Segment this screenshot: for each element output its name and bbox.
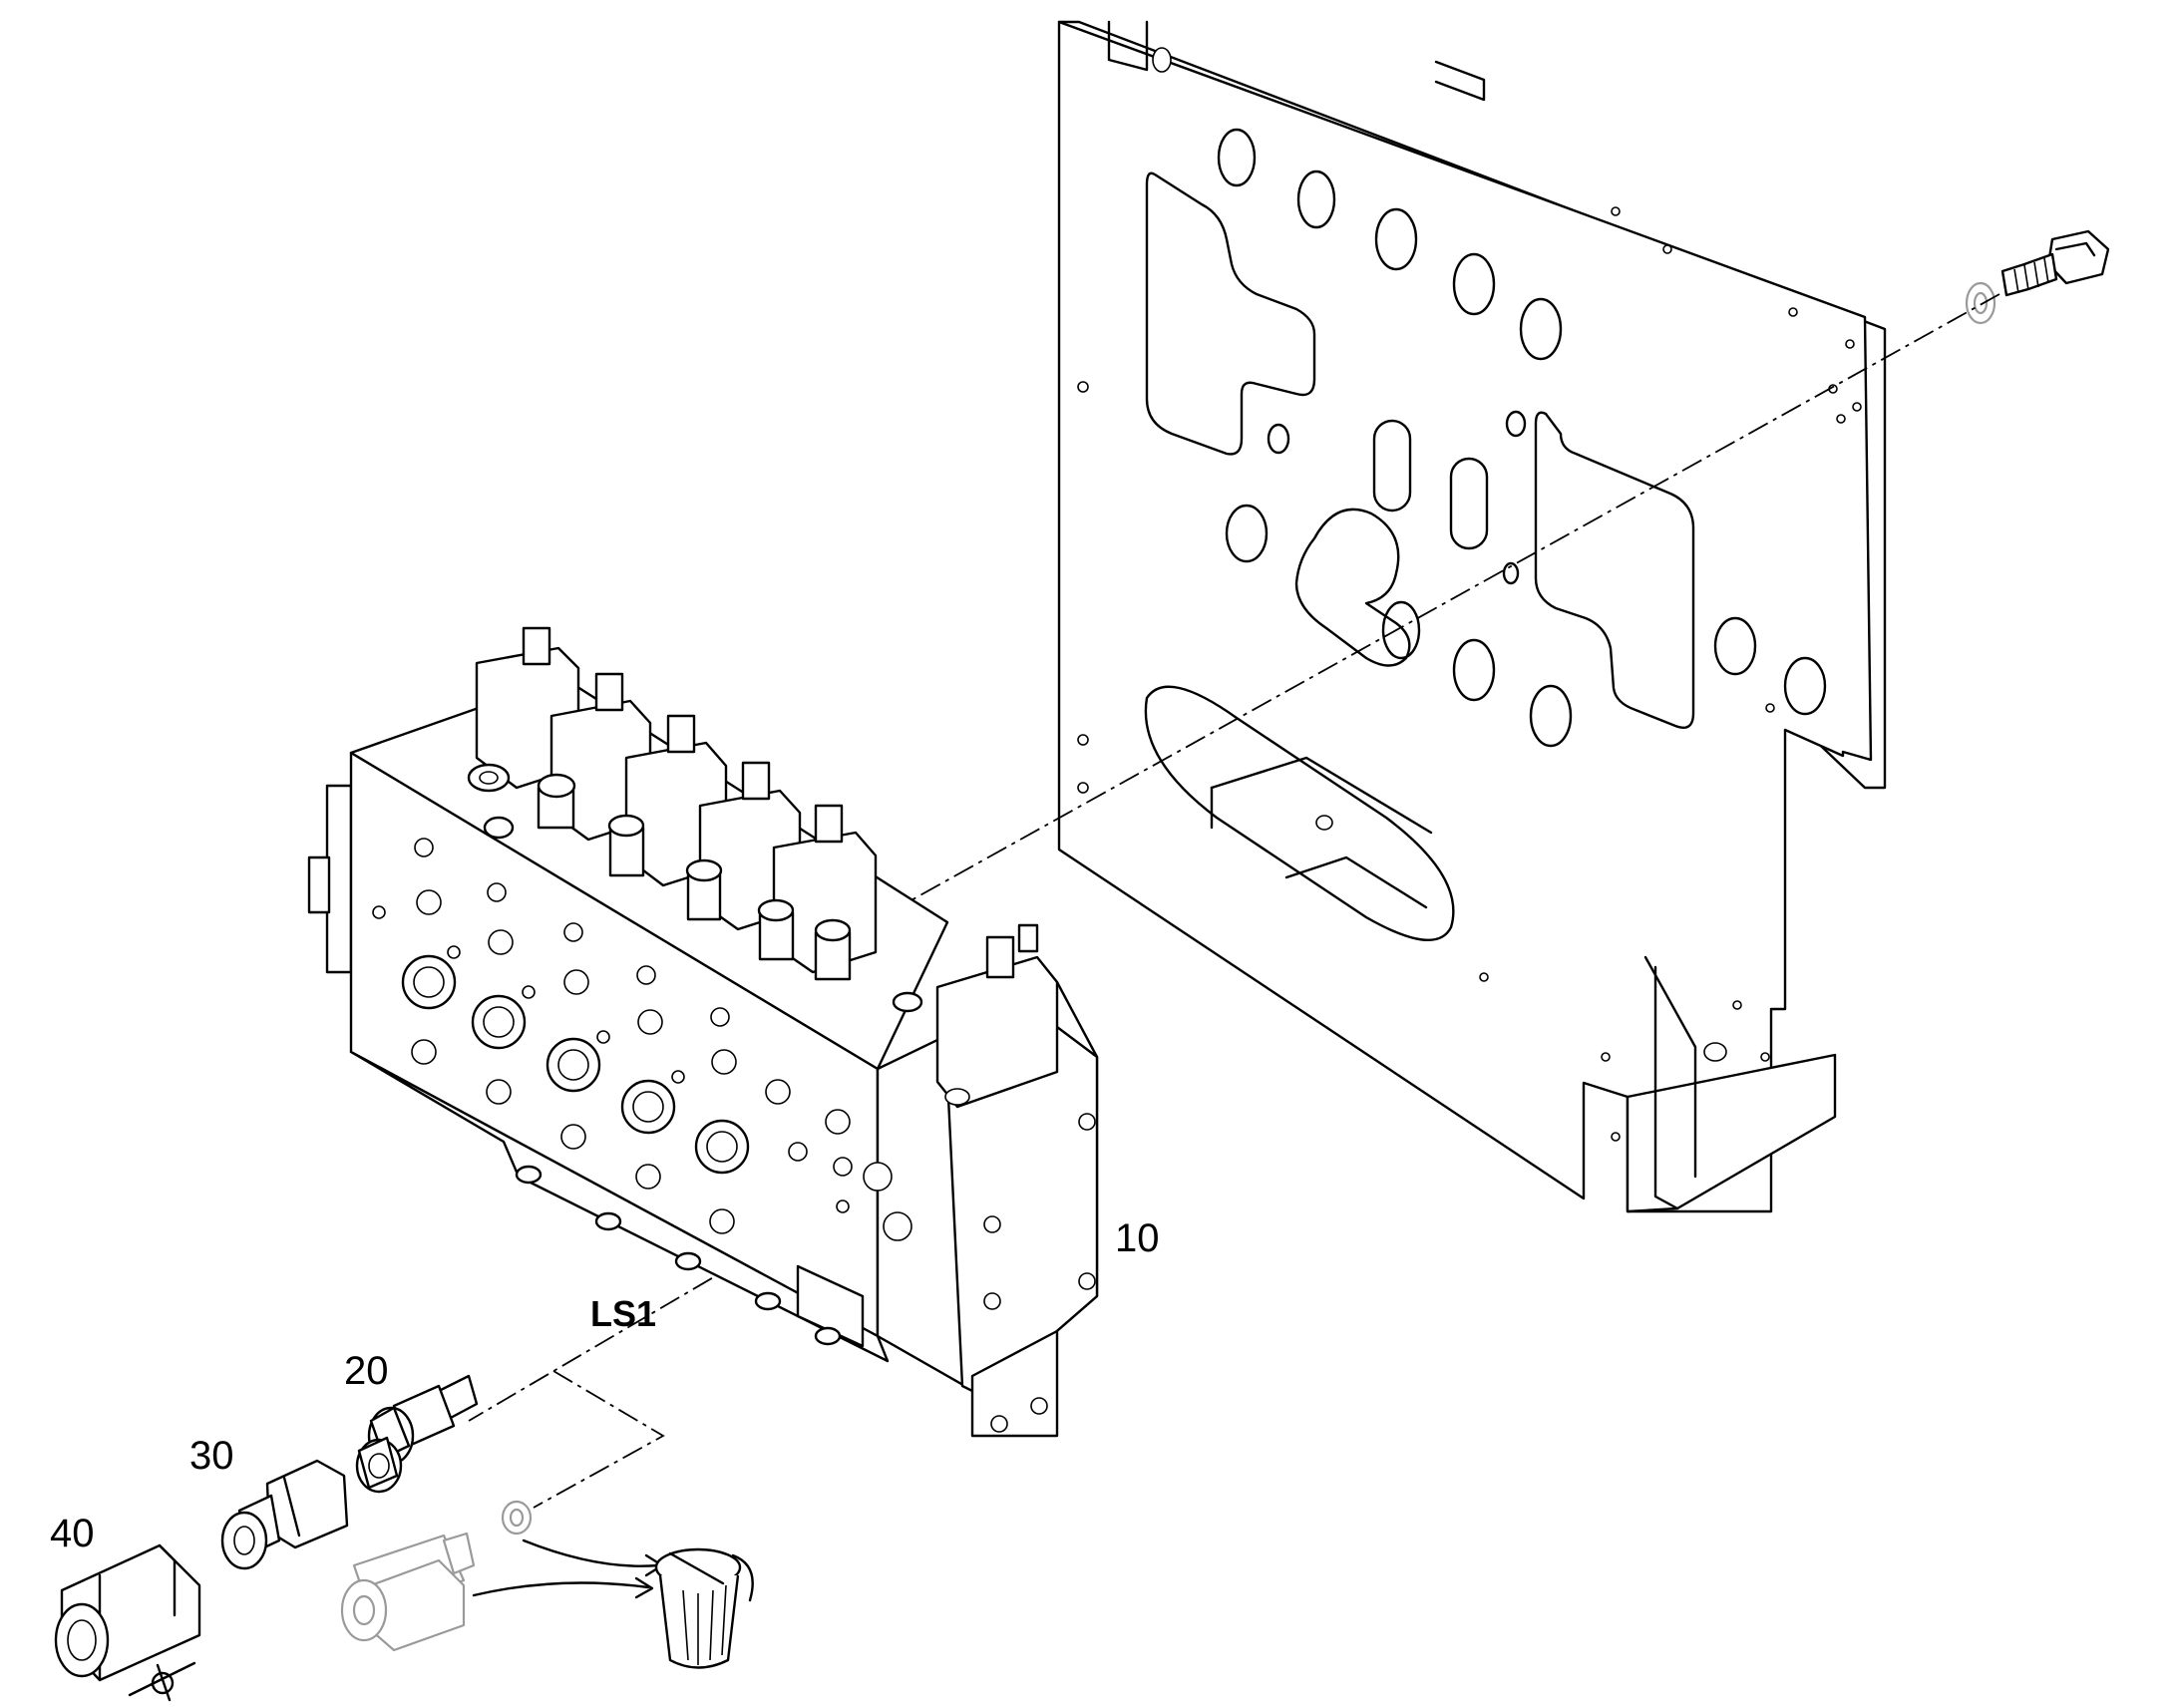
discard-arrow-1: [522, 1538, 660, 1567]
discard-arrow-2: [472, 1581, 650, 1597]
center-line-ls1: [468, 1200, 844, 1422]
relief-valves: [467, 763, 923, 1013]
mounting-screw: [2000, 229, 2110, 297]
washer: [1965, 281, 1997, 325]
callout-item-10: 10: [1115, 1216, 1160, 1260]
adapter-item-30: [220, 1459, 349, 1570]
torque-wrench-icon: [128, 1661, 196, 1702]
removed-plug: [501, 1500, 533, 1536]
removed-valve-cartridge: [340, 1532, 476, 1652]
control-valve-block: [307, 626, 1099, 1438]
spool-plugs: [401, 954, 750, 1175]
port-holes: [372, 838, 912, 1241]
mounting-bracket: [1057, 20, 1887, 1213]
center-line-branch: [533, 1370, 665, 1509]
pilot-caps: [475, 626, 878, 974]
callout-item-30: 30: [189, 1434, 234, 1478]
trash-bin-icon: [654, 1547, 754, 1669]
center-line-screw: [907, 293, 2000, 903]
callout-item-20: 20: [344, 1349, 389, 1393]
fitting-item-20: [355, 1374, 479, 1494]
coupling-item-40: [54, 1543, 201, 1682]
callout-item-40: 40: [50, 1512, 95, 1555]
callout-port-ls1: LS1: [590, 1293, 657, 1334]
